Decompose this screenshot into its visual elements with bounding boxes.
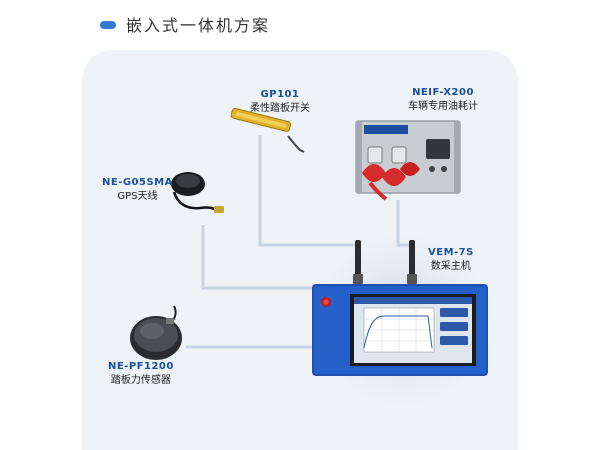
pf-name: 踏板力传感器 (110, 375, 171, 386)
title-accent-bar (100, 21, 116, 29)
pedal-sensor-label: NE-PF1200 踏板力传感器 (108, 360, 174, 388)
gps-code: NE-G05SMA (102, 177, 173, 188)
gps-antenna-image (166, 168, 230, 224)
header: 嵌入式一体机方案 (0, 0, 600, 50)
gp101-name: 柔性踏板开关 (250, 103, 310, 114)
pedal-sensor-image (128, 300, 190, 366)
line-gps-host (201, 225, 318, 290)
gp101-label: GP101 柔性踏板开关 (250, 88, 310, 116)
gp101-switch-image (222, 107, 322, 162)
host-device-image (312, 284, 488, 380)
host-antennas (346, 238, 426, 292)
gp101-code: GP101 (260, 89, 300, 100)
gps-name: GPS天线 (117, 191, 158, 202)
host-label: VEM-7S 数采主机 (428, 246, 474, 274)
neif-code: NEIF-X200 (412, 87, 474, 98)
neif-meter-image (348, 117, 466, 207)
neif-name: 车辆专用油耗计 (408, 101, 478, 112)
vem-code: VEM-7S (428, 247, 474, 258)
gps-label: NE-G05SMA GPS天线 (102, 176, 173, 204)
pf-code: NE-PF1200 (108, 361, 174, 372)
neif-label: NEIF-X200 车辆专用油耗计 (408, 86, 478, 114)
page-title: 嵌入式一体机方案 (126, 16, 271, 35)
vem-name: 数采主机 (430, 261, 471, 272)
